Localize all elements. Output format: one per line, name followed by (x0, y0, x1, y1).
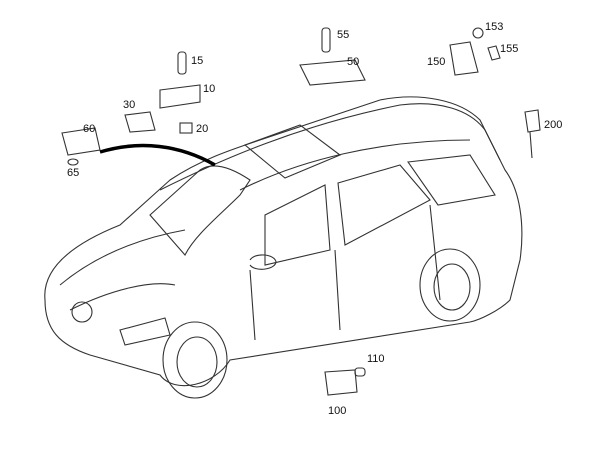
callout-label-200: 200 (544, 119, 563, 131)
callout-label-10: 10 (203, 83, 216, 95)
callout-label-155: 155 (500, 43, 519, 55)
callout-label-150: 150 (427, 56, 446, 68)
callout-label-60: 60 (83, 123, 96, 135)
callout-label-20: 20 (196, 123, 209, 135)
callout-label-30: 30 (123, 99, 136, 111)
callout-label-110: 110 (367, 353, 385, 365)
callout-label-153: 153 (485, 21, 504, 33)
bulb-15-shape (177, 51, 187, 75)
callout-label-50: 50 (347, 56, 360, 68)
callout-label-65: 65 (67, 167, 80, 179)
callout-label-15: 15 (191, 55, 204, 67)
callout-label-55: 55 (337, 29, 350, 41)
callout-label-100: 100 (328, 405, 347, 417)
